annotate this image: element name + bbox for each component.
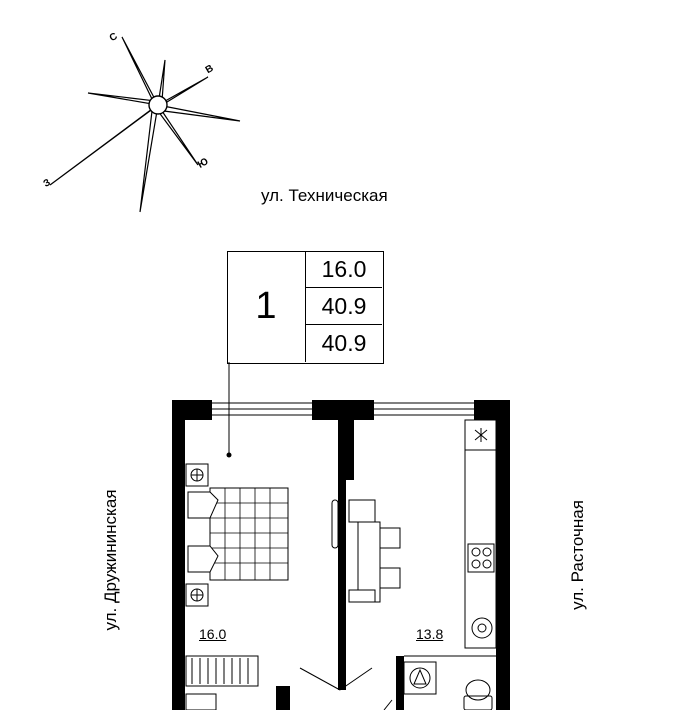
compass-center (148, 95, 168, 115)
wardrobe (185, 655, 259, 710)
kitchen-area-label: 13.8 (416, 626, 444, 642)
total-area-balcony-cell: 40.9 (305, 325, 382, 362)
windows (212, 402, 474, 416)
double-bed (187, 487, 289, 581)
walls (172, 400, 510, 710)
total-area-cell: 40.9 (305, 288, 382, 325)
bathroom-fixtures (403, 655, 496, 710)
living-area-cell: 16.0 (305, 251, 382, 288)
doors (299, 667, 393, 710)
dining-table (348, 499, 401, 603)
bedroom-area-label: 16.0 (199, 626, 227, 642)
room-count: 1 (255, 285, 277, 327)
compass-rose (49, 36, 241, 213)
partition-glass (331, 499, 339, 549)
kitchen-counter (464, 419, 497, 649)
nightstands (185, 463, 209, 607)
street-top: ул. Техническая (261, 186, 388, 205)
